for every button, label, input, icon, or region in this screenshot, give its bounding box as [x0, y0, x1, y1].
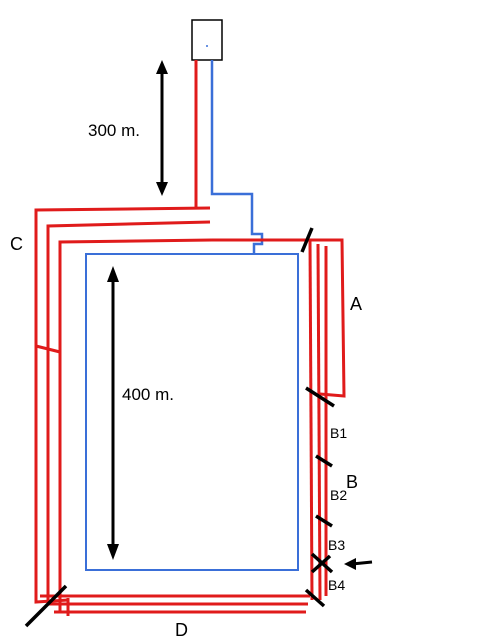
- label-b2: B2: [330, 487, 347, 503]
- valve-top-right: [300, 227, 314, 253]
- blue-supply-line: [210, 60, 264, 254]
- valve-b4-b: [310, 554, 332, 574]
- label-d: D: [175, 620, 188, 640]
- pipe-group-a: [300, 238, 346, 398]
- source-box: [191, 19, 223, 61]
- inner-field-rect: [85, 253, 299, 571]
- pipe-group-b: [308, 239, 328, 601]
- label-a: A: [350, 294, 362, 314]
- valve-b2: [315, 454, 333, 468]
- label-c: C: [10, 234, 23, 254]
- distance-arrow-300: [156, 60, 168, 196]
- label-b4: B4: [328, 577, 345, 593]
- valve-marks: [24, 227, 335, 628]
- label-300m: 300 m.: [88, 121, 140, 140]
- label-400m: 400 m.: [122, 385, 174, 404]
- pipe-group-c: [34, 206, 310, 612]
- label-b: B: [346, 472, 358, 492]
- label-b1: B1: [330, 425, 347, 441]
- valve-b1: [305, 386, 335, 408]
- valve-bottom-right: [304, 588, 326, 608]
- label-b3: B3: [328, 537, 345, 553]
- valve-bottom-left: [24, 584, 68, 628]
- source-dot: [206, 45, 208, 47]
- pointer-arrow-b4: [344, 558, 373, 570]
- distance-arrow-400: [107, 266, 119, 560]
- valve-b3: [315, 514, 333, 528]
- pipe-group-d: [40, 594, 310, 616]
